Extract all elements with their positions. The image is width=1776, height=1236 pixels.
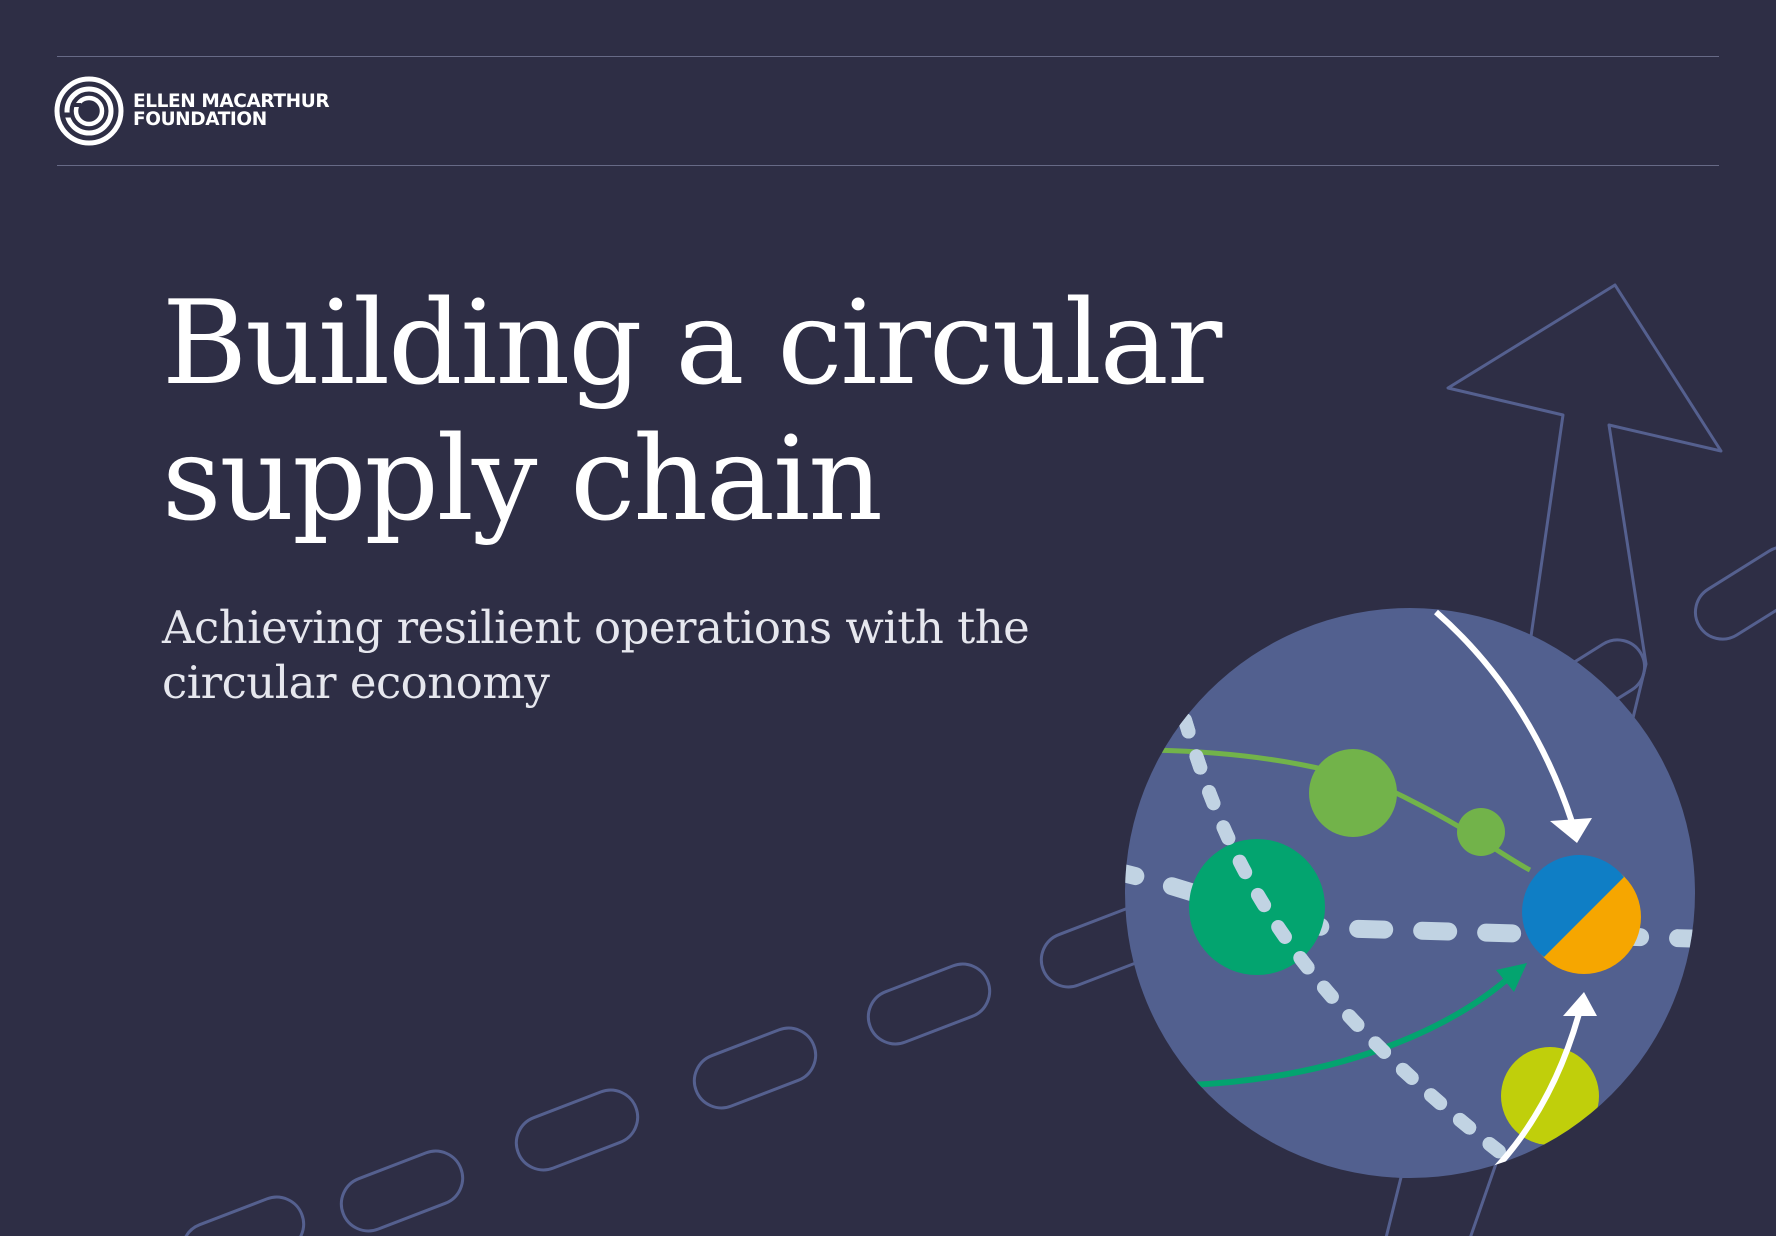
green-route bbox=[1149, 747, 1532, 873]
dashed-route-overlay bbox=[1178, 713, 1517, 1167]
teal-route bbox=[1189, 972, 1514, 1088]
cover-title: Building a circular supply chain bbox=[162, 276, 1222, 548]
foundation-name-line2: FOUNDATION bbox=[133, 109, 267, 130]
chain-link bbox=[339, 1149, 465, 1233]
lime-node bbox=[1501, 1047, 1599, 1145]
chain-link bbox=[514, 1088, 640, 1172]
chain-link bbox=[1039, 905, 1165, 989]
teal-arrow-icon bbox=[1496, 963, 1527, 992]
white-arrow-bottom-icon bbox=[1563, 992, 1597, 1016]
dashed-route bbox=[1178, 713, 1517, 1167]
up-arrow-icon bbox=[1384, 283, 1723, 1236]
small-green-node bbox=[1457, 808, 1505, 856]
foundation-name: ELLEN MACARTHUR FOUNDATION bbox=[133, 91, 330, 130]
cover-subtitle-line1: Achieving resilient operations with the bbox=[162, 601, 1030, 654]
green-node bbox=[1309, 749, 1397, 837]
cover-subtitle: Achieving resilient operations with the … bbox=[162, 600, 1030, 710]
ellen-macarthur-foundation-logo-icon bbox=[54, 76, 124, 146]
white-route-top bbox=[1434, 609, 1575, 823]
top-divider bbox=[57, 56, 1719, 57]
cover-subtitle-line2: circular economy bbox=[162, 656, 550, 709]
chain-link bbox=[1693, 545, 1776, 641]
chain-link bbox=[866, 962, 992, 1046]
white-arrow-top-icon bbox=[1550, 818, 1592, 843]
cover-title-line2: supply chain bbox=[162, 412, 883, 547]
foundation-name-line1: ELLEN MACARTHUR bbox=[133, 91, 330, 112]
header-divider bbox=[57, 165, 1719, 166]
dashed-route bbox=[1125, 861, 1695, 949]
teal-node bbox=[1189, 839, 1325, 975]
hub-node-orange bbox=[1527, 860, 1641, 974]
foundation-logo: ELLEN MACARTHUR FOUNDATION bbox=[53, 74, 330, 148]
hub-node-blue bbox=[1522, 855, 1624, 957]
chain-link bbox=[692, 1026, 818, 1110]
white-route-bottom bbox=[1493, 1009, 1583, 1171]
cover-title-line1: Building a circular bbox=[162, 276, 1222, 411]
globe bbox=[1125, 608, 1695, 1178]
chain-link bbox=[1527, 638, 1647, 734]
chain-link bbox=[180, 1195, 306, 1236]
